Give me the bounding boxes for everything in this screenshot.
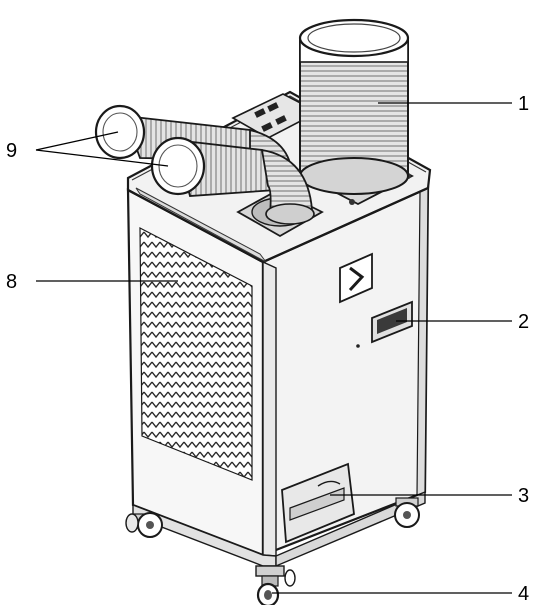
callout-label-9: 9 xyxy=(6,140,17,162)
screw-dot xyxy=(356,344,360,348)
caster-rear-left xyxy=(125,512,163,538)
leader-line-9a xyxy=(35,131,119,151)
vertical-flexible-duct xyxy=(298,18,410,195)
callout-label-1: 1 xyxy=(518,93,529,115)
caster-mid xyxy=(284,569,296,587)
caster-rear-right xyxy=(394,497,420,528)
carry-handle[interactable] xyxy=(371,300,413,344)
callout-label-3: 3 xyxy=(518,485,529,507)
side-air-grille xyxy=(139,227,253,481)
caster-front-left xyxy=(255,565,285,605)
callout-label-2: 2 xyxy=(518,311,529,333)
callout-label-4: 4 xyxy=(518,583,529,605)
leader-line-9b xyxy=(35,149,169,167)
drain-tank[interactable] xyxy=(281,462,355,544)
brand-logo-icon xyxy=(339,252,373,304)
callout-label-8: 8 xyxy=(6,271,17,293)
front-flexible-duct xyxy=(150,136,315,225)
